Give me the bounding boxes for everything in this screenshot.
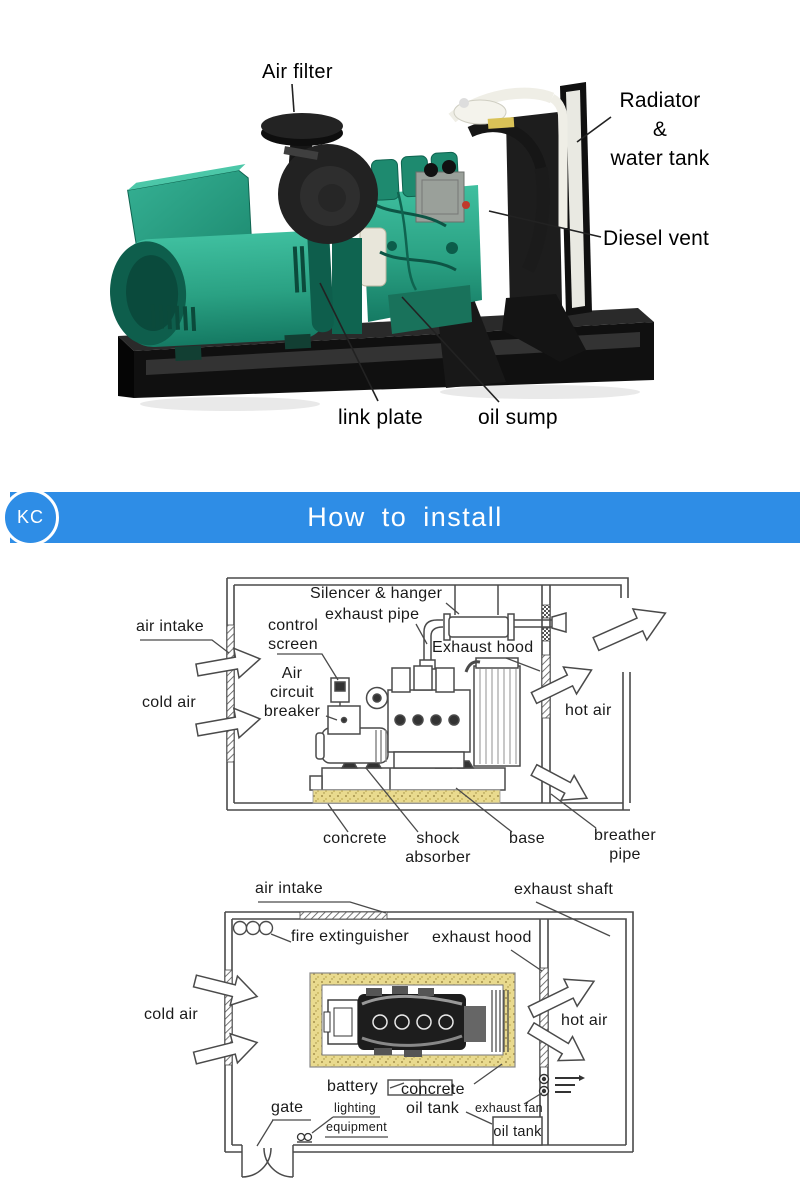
battery-blocks <box>387 1079 453 1096</box>
d2-label-battery: battery <box>327 1078 379 1095</box>
radiator-fins-top <box>491 990 509 1052</box>
d1-label-concrete: concrete <box>323 830 387 847</box>
d2-label-air-intake: air intake <box>255 880 323 897</box>
oil-tank-room-box <box>492 1116 543 1146</box>
d2-label-fire-extinguisher: fire extinguisher <box>291 928 410 945</box>
shadow <box>140 397 320 411</box>
d2-label-exhaust-fan: exhaust fan <box>475 1101 543 1115</box>
photo-leader-lines <box>291 83 612 403</box>
hot-air-arrow-bottom <box>530 763 589 802</box>
d1-label-base: base <box>509 830 545 847</box>
engine-block <box>359 151 482 334</box>
install-diagram-side-view <box>140 577 667 833</box>
genset-top <box>309 972 516 1068</box>
label-air-filter: Air filter <box>262 61 333 83</box>
exhaust-hood-wall-top <box>539 967 549 1068</box>
d2-label-gate: gate <box>271 1099 304 1116</box>
radiator <box>436 82 592 388</box>
alternator <box>110 164 334 361</box>
lighting-symbol <box>296 1132 313 1143</box>
fire-extinguishers <box>232 920 274 936</box>
air-intake-louver-top <box>299 911 388 920</box>
install-diagram-top-view <box>192 901 634 1178</box>
banner-title: How to install <box>307 502 503 532</box>
d2-label-oil-tank: oil tank <box>406 1100 460 1117</box>
hot-air-arrow-top <box>530 666 593 705</box>
d1-label-silencer-hanger: Silencer & hanger <box>310 585 443 602</box>
silencer-and-pipe <box>419 585 567 702</box>
label-radiator-line1: Radiator <box>619 89 701 112</box>
section-banner: How to install <box>10 492 800 543</box>
genset-side <box>309 657 521 804</box>
d1-label-breather-pipe: breather pipe <box>594 827 656 863</box>
exhaust-out-arrow <box>592 608 667 652</box>
d1-label-exhaust-pipe: exhaust pipe <box>325 606 420 623</box>
gate-doors <box>241 1145 294 1178</box>
label-link-plate: link plate <box>338 406 423 429</box>
room-walls-top <box>224 911 634 1153</box>
d1-label-hot-air: hot air <box>565 702 612 719</box>
air-intake-louver <box>226 624 235 763</box>
wall-pipe-seal-top <box>541 604 551 619</box>
cold-air-louver <box>224 969 233 1066</box>
air-filter-part <box>261 113 378 244</box>
d1-label-control-screen: control screen <box>267 617 319 653</box>
label-diesel-vent: Diesel vent <box>603 227 710 250</box>
cold-air-arrow-bottom <box>195 707 262 740</box>
d2-label-cold-air: cold air <box>144 1006 198 1023</box>
label-oil-sump: oil sump <box>478 406 558 429</box>
label-radiator-line3: water tank <box>610 147 710 170</box>
d2-label-concrete: concrete <box>401 1081 465 1098</box>
kc-logo-text: KC <box>16 507 44 527</box>
d1-label-shock-absorber: shock absorber <box>405 830 471 866</box>
label-radiator-line2: & <box>652 118 668 141</box>
d2-label-hot-air: hot air <box>561 1012 608 1029</box>
d2-label-exhaust-hood: exhaust hood <box>432 929 532 946</box>
generator-photo-illustration <box>110 82 654 411</box>
d2-label-exhaust-shaft: exhaust shaft <box>514 881 614 898</box>
side-view-leaders <box>140 602 597 833</box>
d2-label-oil-tank-room: oil tank <box>493 1124 542 1140</box>
d1-label-exhaust-hood: Exhaust hood <box>432 639 534 656</box>
top-view-leaders <box>256 901 611 1147</box>
concrete-pad <box>312 789 501 804</box>
airflow-arrows-top <box>192 974 596 1065</box>
kc-logo: KC <box>2 489 59 546</box>
cold-air-arrow-top <box>195 647 262 680</box>
d2-label-equipment: equipment <box>326 1120 388 1134</box>
coupling <box>332 238 362 334</box>
exhaust-fan-symbol <box>538 1073 585 1097</box>
shadow <box>440 385 640 399</box>
wall-pipe-seal-bottom <box>541 627 551 642</box>
d1-label-air-intake: air intake <box>136 618 204 635</box>
label-radiator-water-tank: Radiator & water tank <box>596 86 724 173</box>
d1-label-cold-air: cold air <box>142 694 196 711</box>
d1-label-air-circuit-breaker: Air circuit breaker <box>263 665 321 720</box>
d2-label-lighting: lighting <box>334 1101 377 1115</box>
airflow-arrows-side <box>195 608 667 802</box>
